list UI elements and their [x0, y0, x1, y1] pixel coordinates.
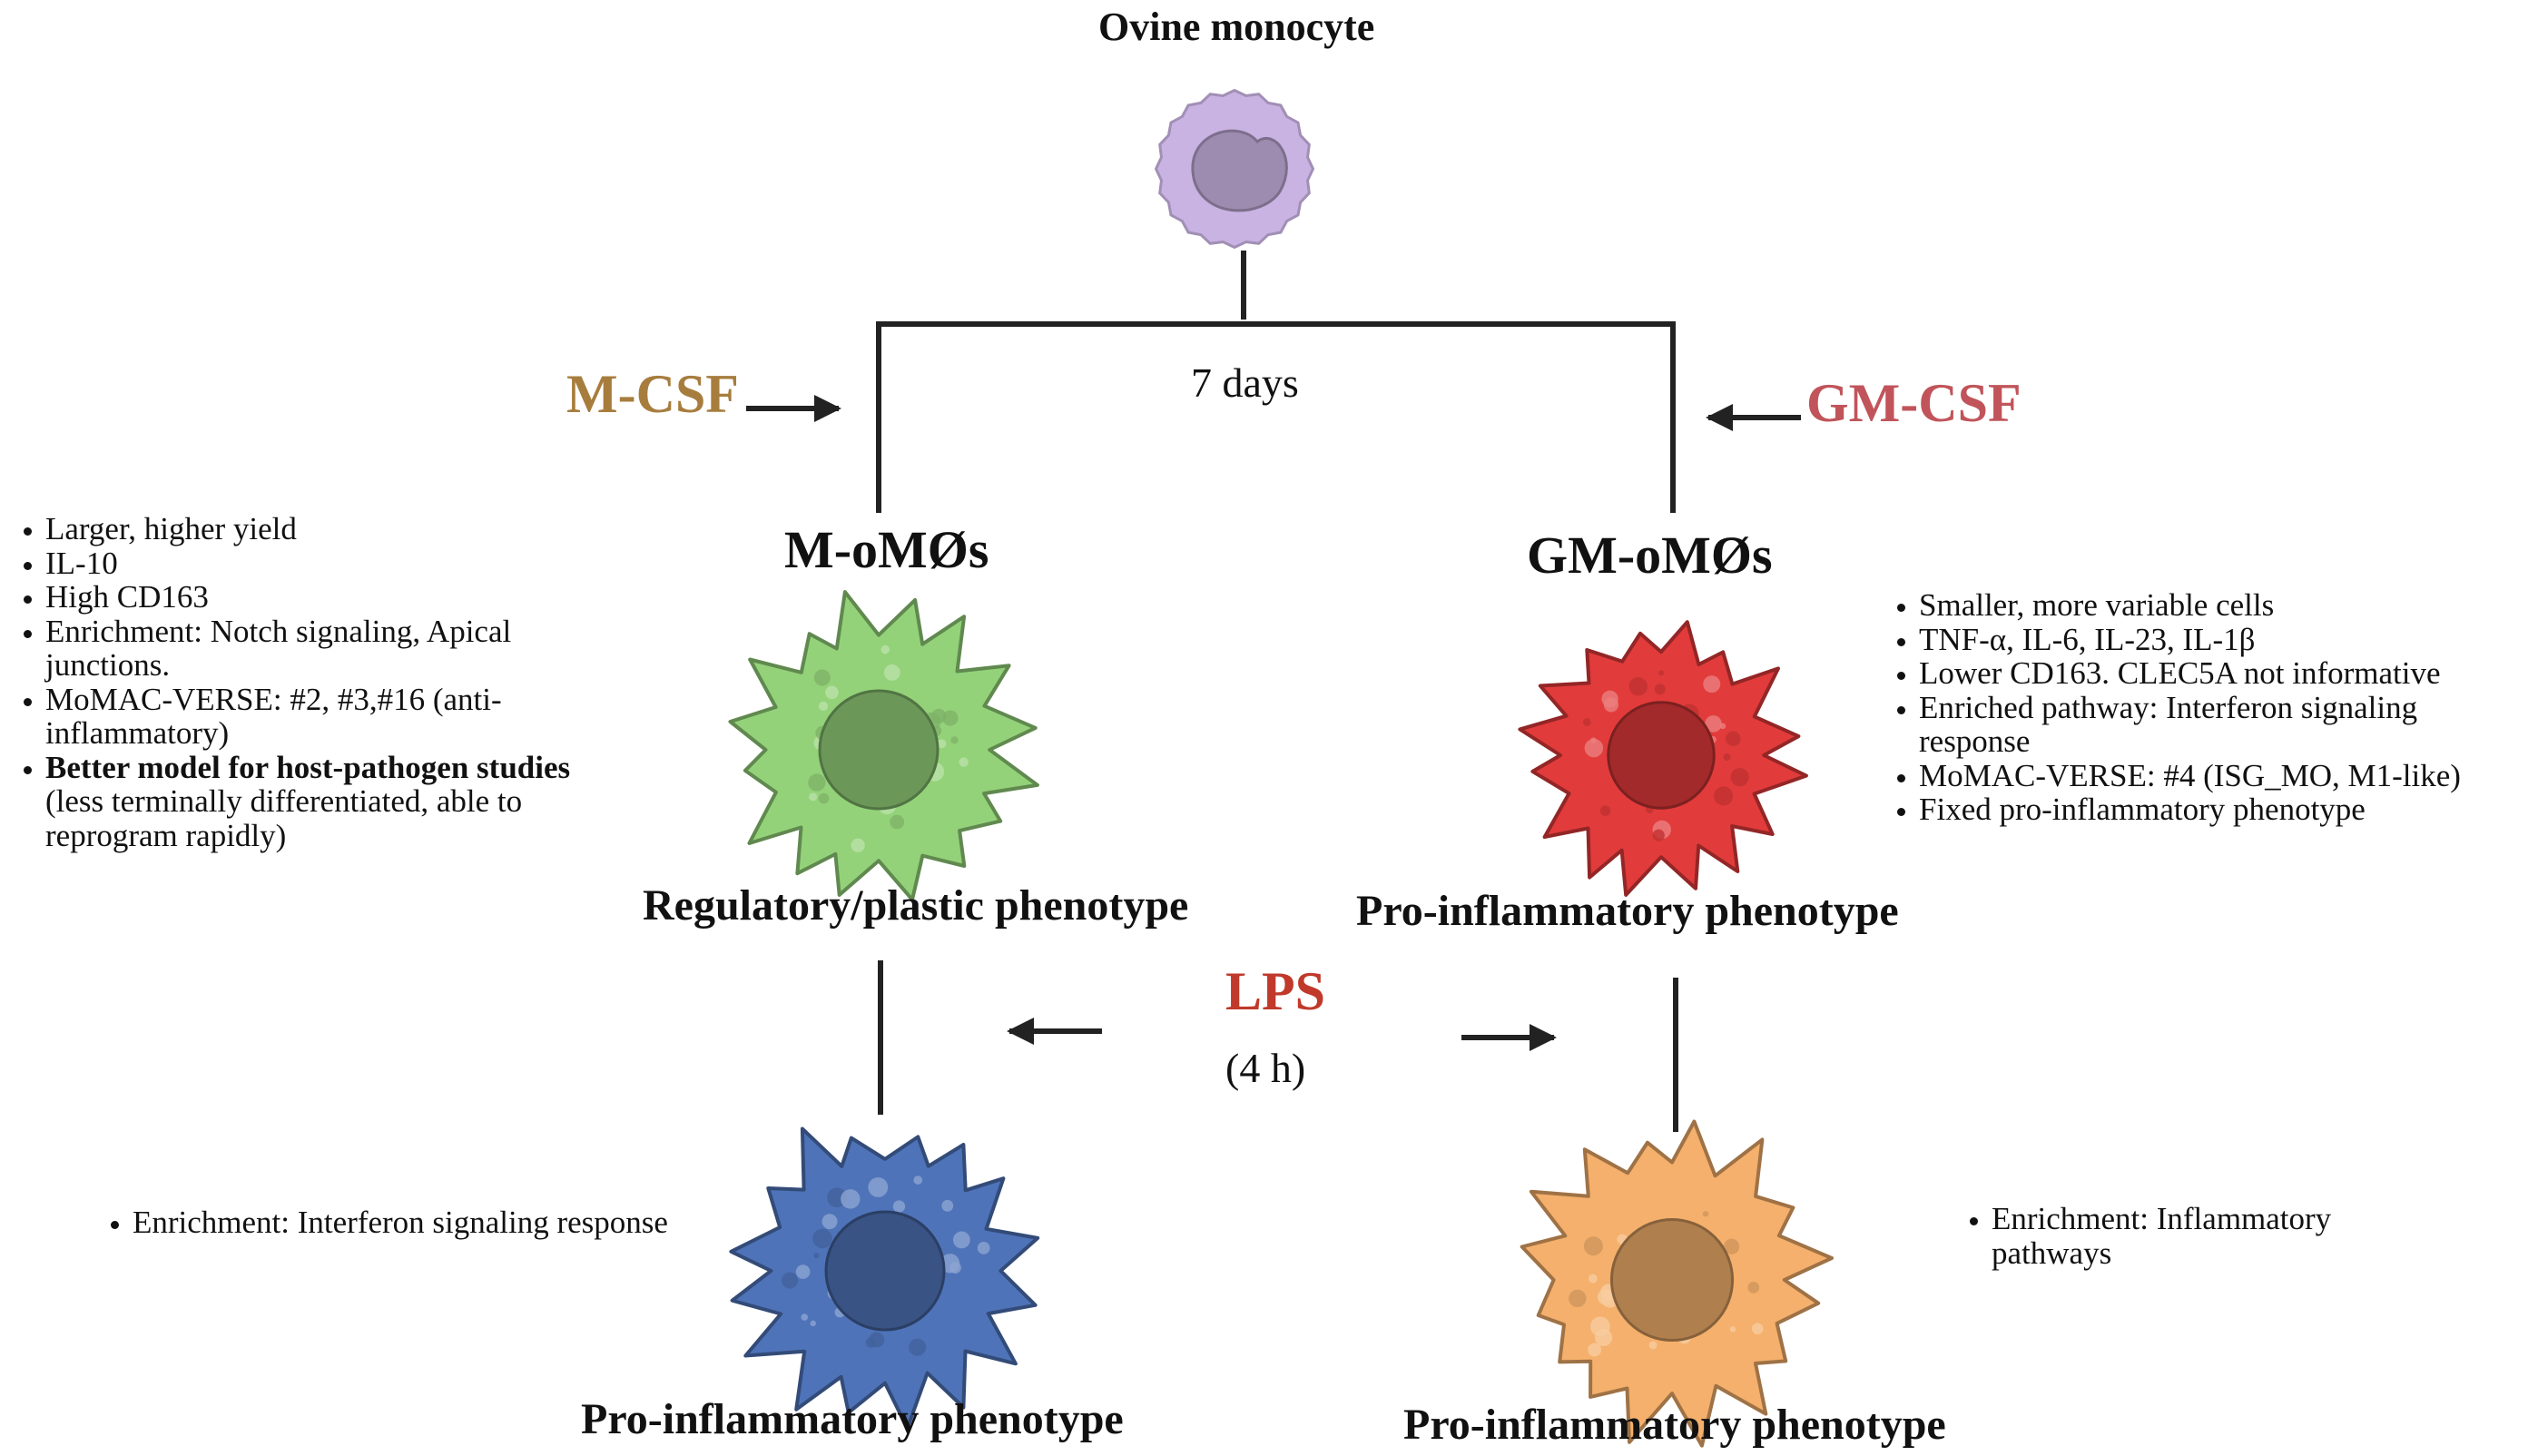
list-item: Enrichment: Inflammatory pathways [1992, 1202, 2445, 1270]
gm-omos-title: GM-oMØs [1527, 526, 1773, 585]
bold-bullet-strong: Better model for host-pathogen studies [45, 749, 571, 785]
duration-label: 7 days [1191, 359, 1299, 406]
gm-lps-macrophage-cell-icon [1520, 1119, 1834, 1448]
list-item: Enrichment: Interferon signaling respons… [133, 1205, 677, 1240]
m-macrophage-cell-icon [728, 590, 1039, 902]
m-csf-label: M-CSF [566, 364, 739, 424]
list-item: MoMAC-VERSE: #2, #3,#16 (anti-inflammato… [45, 682, 590, 751]
lps-duration-label: (4 h) [1225, 1045, 1306, 1091]
monocyte-cell-icon [1154, 88, 1315, 250]
monocyte-title: Ovine monocyte [1098, 5, 1375, 49]
list-item: Fixed pro-inflammatory phenotype [1919, 792, 2538, 827]
gm-lps-features-list: Enrichment: Inflammatory pathways [1946, 1202, 2445, 1270]
list-item: IL-10 [45, 546, 590, 581]
list-item: Larger, higher yield [45, 512, 590, 546]
m-omos-features-list: Larger, higher yield IL-10 High CD163 En… [0, 512, 590, 852]
bold-bullet-rest: (less terminally differentiated, able to… [45, 783, 523, 853]
list-item: Enrichment: Notch signaling, Apical junc… [45, 614, 590, 683]
m-lps-features-list: Enrichment: Interferon signaling respons… [87, 1205, 677, 1240]
gm-lps-phenotype-label: Pro-inflammatory phenotype [1403, 1401, 1946, 1449]
list-item: TNF-α, IL-6, IL-23, IL-1β [1919, 622, 2538, 657]
list-item: Smaller, more variable cells [1919, 588, 2538, 623]
m-lps-macrophage-cell-icon [729, 1126, 1040, 1431]
list-item: High CD163 [45, 580, 590, 615]
m-lps-phenotype-label: Pro-inflammatory phenotype [581, 1395, 1124, 1443]
list-item: Better model for host-pathogen studies (… [45, 749, 590, 853]
m-phenotype-label: Regulatory/plastic phenotype [643, 881, 1189, 930]
gm-omos-features-list: Smaller, more variable cells TNF-α, IL-6… [1874, 588, 2538, 827]
list-item: Lower CD163. CLEC5A not informative [1919, 656, 2538, 691]
list-item: Enriched pathway: Interferon signaling r… [1919, 690, 2427, 759]
gm-macrophage-cell-icon [1518, 620, 1808, 897]
m-omos-title: M-oMØs [784, 520, 989, 579]
gm-phenotype-label: Pro-inflammatory phenotype [1356, 887, 1899, 935]
list-item: MoMAC-VERSE: #4 (ISG_MO, M1-like) [1919, 758, 2538, 793]
lps-label: LPS [1225, 961, 1326, 1021]
gm-csf-label: GM-CSF [1806, 373, 2022, 433]
